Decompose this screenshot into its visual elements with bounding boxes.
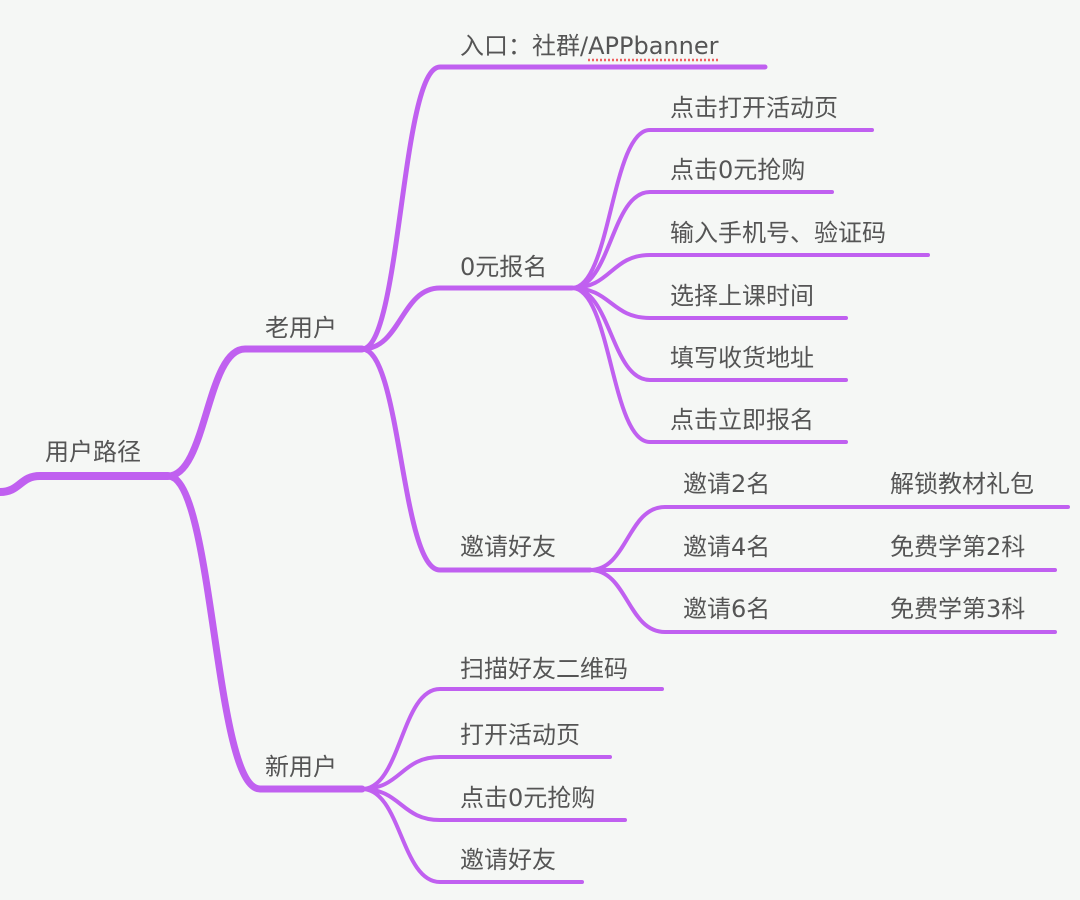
connector-signup-step	[570, 286, 848, 320]
new-user-step: 点击0元抢购	[460, 784, 596, 812]
invite-reward: 免费学第3科	[890, 595, 1026, 623]
connector-signup-step	[570, 190, 834, 290]
signup-step: 点击立即报名	[670, 406, 814, 434]
root-connector	[0, 472, 172, 496]
connector-entry	[359, 64, 768, 352]
node-old-user: 老用户	[265, 314, 337, 342]
signup-step: 输入手机号、验证码	[670, 219, 886, 247]
invite-count: 邀请4名	[683, 533, 771, 561]
invite-reward: 免费学第2科	[890, 533, 1026, 561]
signup-step: 填写收货地址	[670, 344, 814, 372]
new-user-step: 邀请好友	[460, 846, 556, 874]
signup-step: 点击0元抢购	[670, 156, 806, 184]
new-user-step: 扫描好友二维码	[460, 655, 628, 683]
root-node: 用户路径	[45, 438, 141, 466]
connector-signup-step	[570, 286, 848, 444]
node-entry: 入口：社群/APPbanner	[460, 31, 718, 61]
connector-new-user	[164, 472, 366, 793]
invite-count: 邀请2名	[683, 470, 771, 498]
new-user-step: 打开活动页	[460, 721, 580, 749]
node-new-user: 新用户	[265, 753, 337, 781]
node-invite: 邀请好友	[460, 533, 556, 561]
connector-invite	[359, 346, 593, 573]
connector-invite-tier	[588, 505, 1070, 572]
connector-signup-step	[570, 253, 930, 290]
connector-signup-step	[570, 128, 874, 290]
node-signup: 0元报名	[460, 253, 548, 281]
connector-invite-tier	[588, 568, 1057, 634]
signup-step: 选择上课时间	[670, 282, 814, 310]
connector-signup	[359, 285, 575, 352]
connector-new-user-step	[360, 787, 584, 884]
connector-old-user	[164, 345, 366, 480]
connector-new-user-step	[360, 755, 612, 791]
invite-reward: 解锁教材礼包	[890, 470, 1034, 498]
entry-app: APPbanner	[588, 32, 719, 60]
signup-step: 点击打开活动页	[670, 94, 838, 122]
invite-count: 邀请6名	[683, 595, 771, 623]
entry-prefix: 入口：社群/	[460, 32, 589, 60]
connector-new-user-step	[360, 687, 664, 791]
